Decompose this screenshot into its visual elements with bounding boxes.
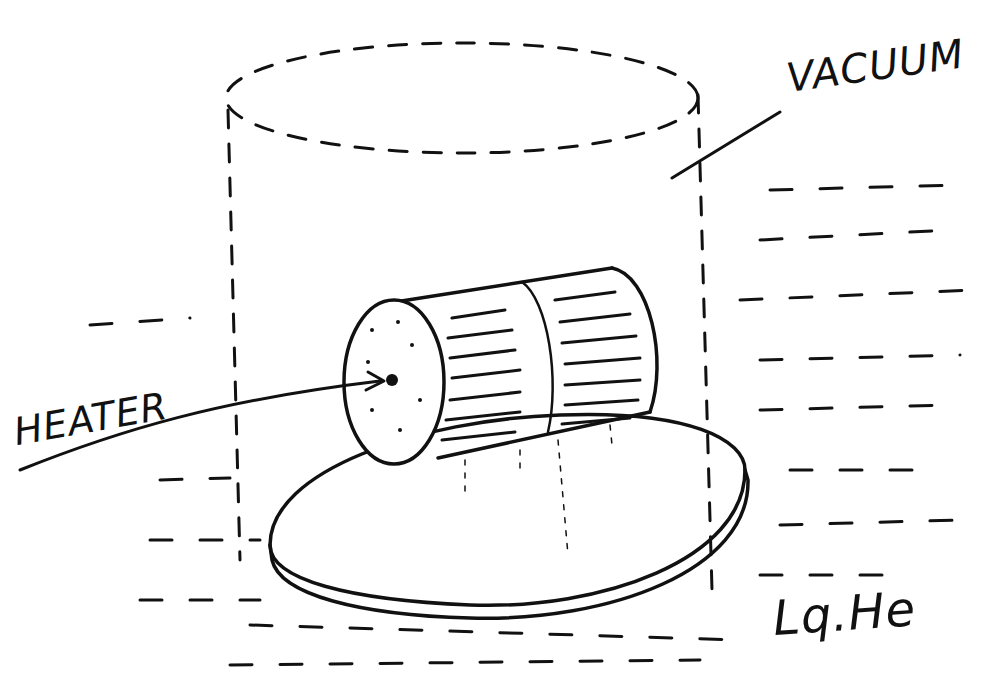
- hatch: [562, 336, 636, 343]
- vacuum-can: [226, 43, 712, 590]
- vacuum-leader: [672, 112, 780, 178]
- helium-dash: [140, 599, 260, 602]
- helium-dash: [780, 520, 960, 525]
- helium-dash: [760, 405, 950, 410]
- helium-dash: [760, 355, 960, 360]
- hatch: [565, 358, 640, 364]
- speckle: [366, 360, 370, 364]
- cylinder-bottom-edge: [438, 412, 650, 458]
- helium-dash: [770, 185, 960, 190]
- hatch: [450, 392, 520, 400]
- face-speckles: [366, 320, 422, 432]
- helium-dash: [760, 230, 950, 240]
- hatch: [560, 314, 630, 322]
- support-line: [464, 460, 466, 495]
- hatch: [442, 432, 515, 440]
- helium-dash: [740, 290, 975, 300]
- can-side: [228, 110, 240, 560]
- speckle: [370, 328, 374, 332]
- hatch: [446, 412, 520, 420]
- hatch: [448, 330, 512, 338]
- hatch: [565, 380, 640, 385]
- speckle: [370, 408, 374, 412]
- helium-dash: [160, 478, 230, 480]
- heater-arrowhead: [366, 372, 384, 390]
- helium-dash: [90, 318, 190, 325]
- base-disk: [270, 414, 748, 618]
- hatch-lines: [442, 292, 640, 440]
- speckle: [418, 398, 422, 402]
- heater-dot: [386, 374, 398, 386]
- support-line: [558, 440, 568, 555]
- hatch: [565, 400, 638, 405]
- support-line: [519, 450, 521, 470]
- hatch: [452, 370, 520, 378]
- sample-supports: [465, 425, 612, 555]
- speckle: [396, 320, 400, 324]
- hatch: [555, 292, 615, 300]
- hatch: [450, 350, 515, 358]
- disk-edge: [270, 470, 748, 618]
- can-side: [698, 95, 712, 590]
- speckle: [398, 428, 402, 432]
- cylinder-seam: [522, 282, 553, 432]
- cylinder-face: [344, 300, 444, 464]
- helium-dash: [150, 539, 260, 542]
- annotation-label: VACUUM: [784, 31, 968, 101]
- annotation-label: Lq.He: [771, 580, 918, 646]
- helium-dash: [250, 625, 740, 640]
- helium-dash: [760, 574, 900, 577]
- helium-dash: [790, 469, 940, 472]
- support-line: [610, 425, 612, 445]
- can-top: [226, 43, 698, 153]
- helium-dash: [230, 660, 700, 665]
- speckle: [410, 343, 414, 347]
- liquid-helium-dashes: [90, 185, 975, 665]
- hatch: [452, 310, 505, 318]
- sample-cylinder: [344, 268, 657, 464]
- hatch: [562, 418, 630, 424]
- cylinder-end: [612, 268, 657, 412]
